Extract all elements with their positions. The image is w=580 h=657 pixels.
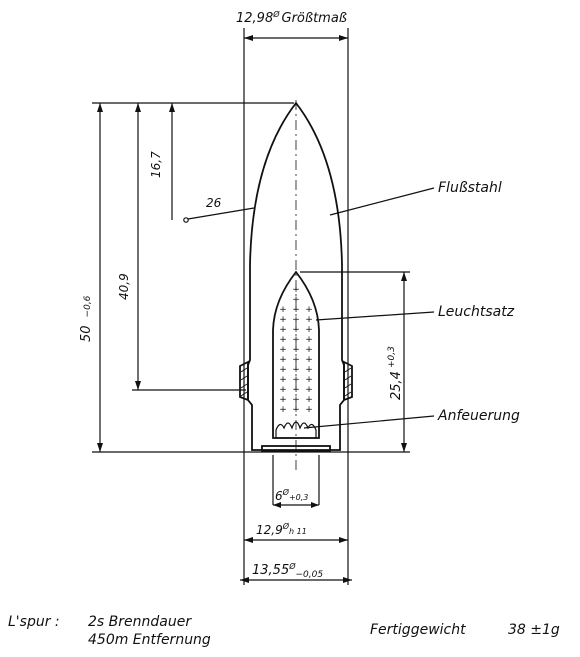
tracer-cross-mark: + [279, 335, 287, 345]
dim-cavity-diameter [273, 502, 319, 508]
tracer-cross-mark: + [305, 305, 313, 315]
burn-time-note: 2s Brenndauer [88, 614, 192, 630]
tracer-cross-mark: + [305, 405, 313, 415]
tracer-cross-mark: + [305, 375, 313, 385]
tracer-cross-mark: + [305, 335, 313, 345]
leader-lines [303, 187, 435, 429]
weight-label: Fertiggewicht [370, 622, 466, 638]
dim-cavity-depth [401, 272, 407, 452]
tracer-cross-mark: + [305, 355, 313, 365]
dim-length-to-band [135, 103, 141, 390]
distance-note: 450m Entfernung [88, 632, 211, 648]
tracer-cross-mark: + [279, 355, 287, 365]
tracer-cross-mark: + [305, 315, 313, 325]
tracer-cross-mark: + [305, 365, 313, 375]
dim-ogive-length [169, 103, 255, 223]
tracer-cross-mark: + [305, 395, 313, 405]
tracer-cross-mark: + [279, 345, 287, 355]
body-diameter-label: 12,9Øh 11 [256, 521, 307, 537]
tracer-cross-mark: + [279, 375, 287, 385]
cavity-diameter-label: 6Ø+0,3 [275, 487, 308, 503]
tracer-cross-mark: + [279, 305, 287, 315]
tracer-cross-mark: + [279, 365, 287, 375]
tracer-cross-mark: + [279, 405, 287, 415]
tracer-note-label: L'spur : [8, 614, 60, 630]
weight-value: 38 ±1g [508, 622, 560, 638]
max-diameter-suffix: Größtmaß [282, 11, 347, 26]
tracer-cross-mark: + [279, 385, 287, 395]
length-to-band-label: 40,9 [117, 273, 131, 300]
tracer-cross-mark: + [305, 385, 313, 395]
tracer-callout: Leuchtsatz [438, 304, 515, 320]
cavity-depth-label: 25,4+0,3 [387, 346, 404, 400]
igniter-layer [275, 421, 317, 439]
tracer-cross-mark: + [305, 325, 313, 335]
overall-length-label: 50−0,6 [79, 295, 94, 342]
igniter-callout: Anfeuerung [437, 408, 520, 424]
tracer-cross-mark: + [279, 325, 287, 335]
material-callout: Flußstahl [438, 180, 502, 196]
ogive-angle-label: 26 [206, 196, 222, 210]
dim-overall-length [97, 103, 103, 452]
tracer-cross-mark: + [279, 315, 287, 325]
dim-band-diameter [240, 577, 352, 583]
extension-lines [92, 28, 410, 585]
diameter-symbol: Ø [272, 9, 280, 19]
max-diameter-value: 12,98 [236, 11, 273, 26]
band-diameter-label: 13,55Ø−0,05 [252, 561, 323, 580]
dim-max-diameter [244, 35, 348, 41]
tracer-cross-mark: + [279, 395, 287, 405]
dim-body-diameter [244, 537, 348, 543]
ogive-length-label: 16,7 [149, 151, 163, 178]
tracer-cross-mark: + [305, 345, 313, 355]
